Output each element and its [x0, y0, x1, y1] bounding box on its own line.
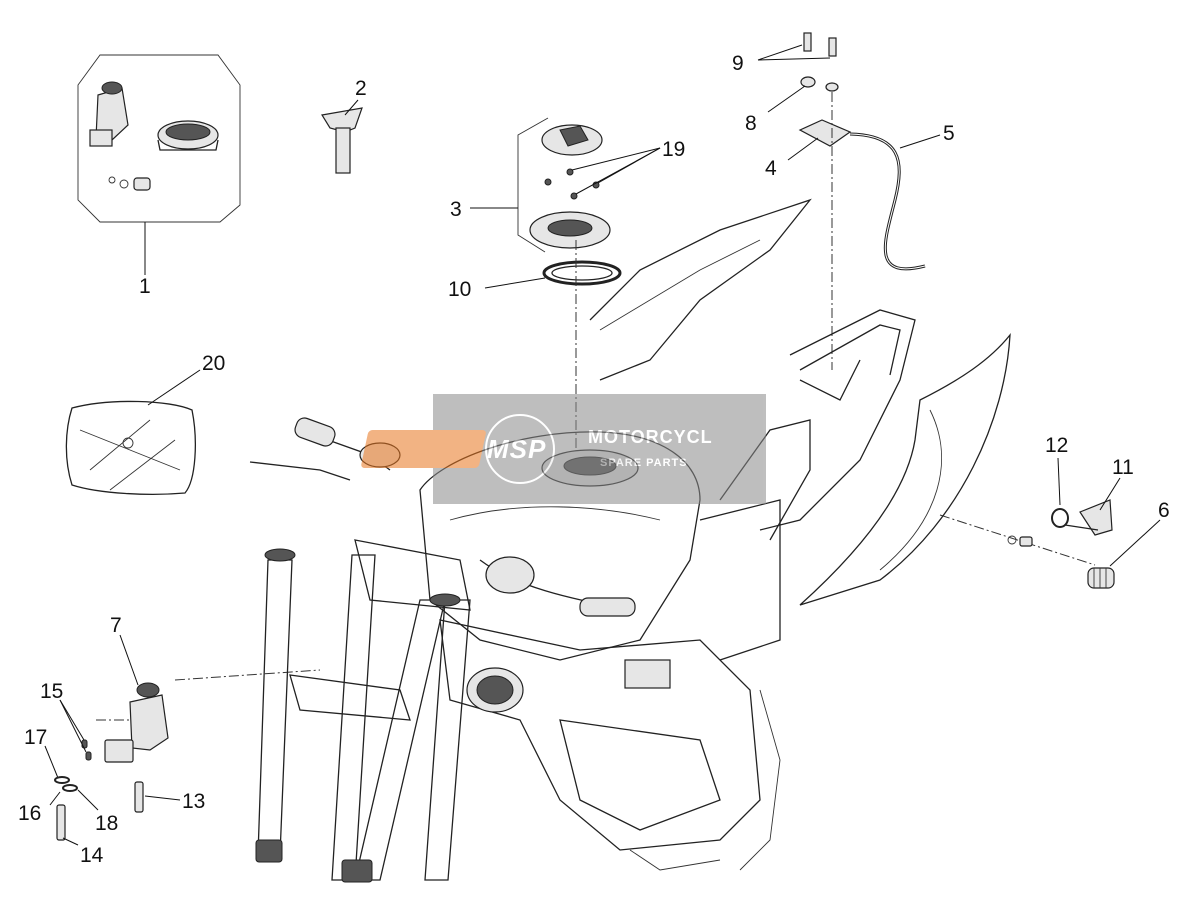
callout-10: 10 — [448, 278, 471, 301]
part-2-key — [321, 99, 363, 174]
callout-8: 8 — [745, 112, 757, 135]
callout-18: 18 — [95, 812, 118, 835]
part-17-spring — [44, 745, 59, 779]
watermark-brand: MOTORCYCL — [588, 427, 713, 447]
part-12-clip — [1051, 457, 1069, 528]
watermark: MSP MOTORCYCL SPARE PARTS — [361, 394, 766, 504]
part-14-bolt — [56, 804, 79, 846]
part-3-fuel-cap-assembly — [470, 117, 611, 253]
callout-16: 16 — [18, 802, 41, 825]
callout-6: 6 — [1158, 499, 1170, 522]
callout-3: 3 — [450, 198, 462, 221]
part-13-screw — [134, 781, 181, 813]
callout-17: 17 — [24, 726, 47, 749]
callout-2: 2 — [355, 77, 367, 100]
part-18-washer — [54, 776, 99, 811]
callout-11: 11 — [1112, 456, 1134, 479]
callout-9: 9 — [732, 52, 744, 75]
part-15-pins — [59, 699, 92, 761]
callout-12: 12 — [1045, 434, 1068, 457]
part-11-latch — [1064, 477, 1121, 536]
callout-13: 13 — [182, 790, 205, 813]
part-1-lock-set — [77, 54, 241, 275]
callout-20: 20 — [202, 352, 225, 375]
callout-4: 4 — [765, 157, 777, 180]
callout-15: 15 — [40, 680, 63, 703]
part-7-steering-lock — [104, 634, 169, 763]
part-5-cable — [849, 132, 941, 271]
frame-assembly — [249, 198, 1011, 883]
part-9-bolts — [757, 32, 837, 61]
part-16-ring — [49, 791, 61, 806]
callout-14: 14 — [80, 844, 104, 867]
callout-1: 1 — [139, 275, 151, 298]
part-19-screws — [544, 147, 661, 200]
part-4-bracket — [787, 119, 852, 161]
part-6-lock-barrel — [1087, 519, 1161, 589]
callout-5: 5 — [943, 122, 955, 145]
callout-19: 19 — [662, 138, 685, 161]
part-20-cover — [65, 369, 201, 495]
watermark-logo: MSP — [487, 434, 546, 464]
part-6-small-fixings — [1007, 535, 1033, 547]
callout-7: 7 — [110, 614, 122, 637]
part-8-nuts — [767, 76, 839, 113]
part-10-gasket — [484, 260, 622, 289]
watermark-sub: SPARE PARTS — [600, 457, 688, 469]
